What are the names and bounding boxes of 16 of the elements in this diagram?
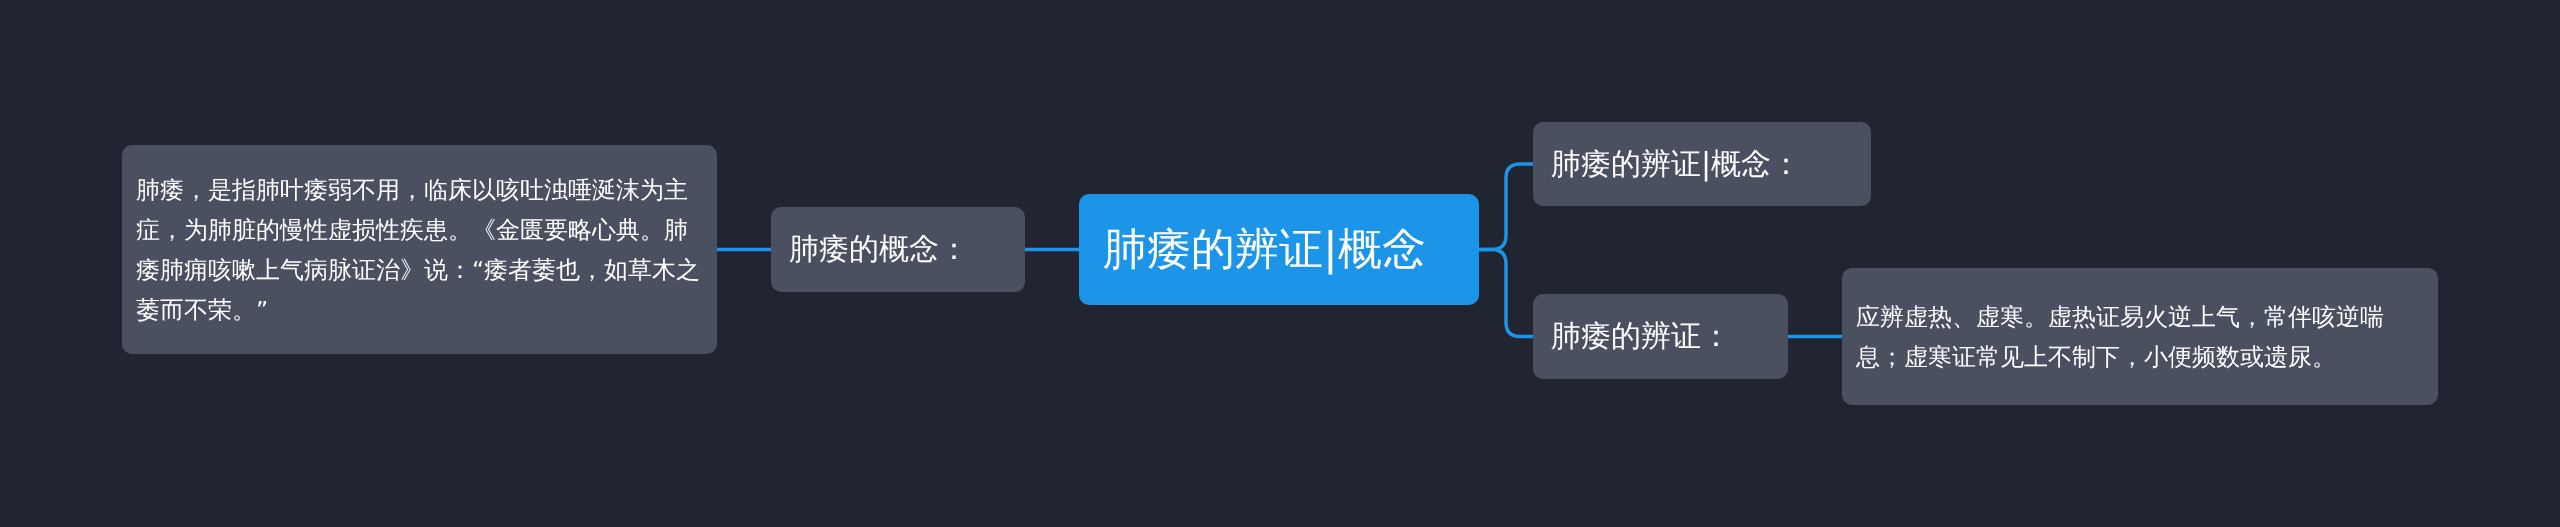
root-topic-box	[1079, 194, 1479, 305]
topic-text: 肺痿的辨证：	[1551, 317, 1731, 355]
note-text: 肺痿，是指肺叶痿弱不用，临床以咳吐浊唾涎沫为主症，为肺脏的慢性虚损性疾患。《金匮要略心典。肺痿肺痈咳嗽上气病脉证治》说：“痿者萎也，如草木之萎而不荣。”	[136, 174, 702, 326]
connector-line	[1788, 334, 1842, 339]
note-box	[122, 145, 717, 354]
connector-line	[717, 247, 771, 252]
connector-line	[1479, 247, 1533, 339]
note-box	[1842, 268, 2438, 405]
topic-box	[771, 207, 1025, 292]
topic-box	[1533, 294, 1788, 379]
topic-text: 肺痿的辨证|概念：	[1551, 144, 1802, 184]
topic-text: 肺痿的辨证|概念	[1103, 222, 1426, 277]
topic-text: 肺痿的概念：	[789, 230, 969, 268]
connector-line	[1025, 247, 1079, 252]
topic-box	[1533, 122, 1871, 206]
note-text: 应辨虚热、虚寒。虚热证易火逆上气，常伴咳逆喘息；虚寒证常见上不制下，小便频数或遗尿。	[1856, 301, 2385, 373]
